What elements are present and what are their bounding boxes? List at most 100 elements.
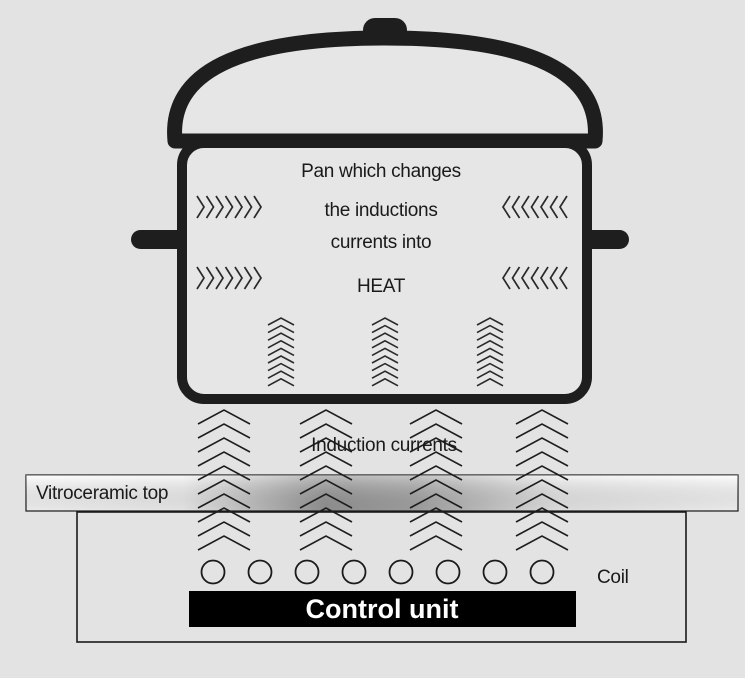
heat-chevron-horizontal <box>224 266 234 290</box>
heat-chevron-vertical <box>267 355 295 364</box>
heat-chevron-horizontal <box>530 266 540 290</box>
induction-currents-label: Induction currents <box>311 435 457 456</box>
induction-chevron <box>299 535 353 551</box>
heat-chevron-horizontal <box>539 195 549 219</box>
heat-chevron-horizontal <box>215 266 225 290</box>
induction-chevron <box>197 437 251 453</box>
induction-chevron <box>409 479 463 495</box>
heat-chevron-horizontal <box>558 195 568 219</box>
induction-chevron <box>409 535 463 551</box>
lid-knob <box>363 18 407 42</box>
induction-chevron <box>197 535 251 551</box>
heat-chevron-vertical <box>267 377 295 387</box>
heat-chevron-vertical <box>267 332 295 341</box>
heat-arrows-horizontal <box>196 195 568 290</box>
induction-chevrons-lower <box>197 465 569 551</box>
heat-chevron-vertical <box>371 339 399 349</box>
induction-chevron <box>197 479 251 495</box>
induction-chevron <box>299 493 353 509</box>
heat-chevron-vertical <box>371 362 399 372</box>
heat-chevron-horizontal <box>253 266 263 290</box>
induction-chevron <box>299 451 353 467</box>
coil-loop <box>200 559 226 585</box>
induction-chevron <box>197 521 251 537</box>
coil-label: Coil <box>597 567 629 588</box>
induction-chevron <box>409 437 463 453</box>
heat-chevron-vertical <box>476 370 504 379</box>
induction-chevron <box>197 493 251 509</box>
heat-chevron-horizontal <box>205 195 215 219</box>
heat-chevron-horizontal <box>243 266 253 290</box>
heat-chevron-vertical <box>371 347 399 357</box>
pot-handle-left <box>131 230 189 249</box>
coil-loop <box>341 559 367 585</box>
induction-chevron <box>197 409 251 425</box>
vitroceramic-top <box>25 474 739 512</box>
induction-chevron <box>409 423 463 439</box>
induction-chevron <box>197 465 251 481</box>
heat-chevron-vertical <box>476 377 504 387</box>
heat-chevron-horizontal <box>539 266 549 290</box>
heat-chevron-vertical <box>267 339 295 349</box>
heat-chevron-horizontal <box>520 266 530 290</box>
heat-chevron-vertical <box>371 370 399 379</box>
induction-chevron <box>299 437 353 453</box>
induction-chevron <box>515 451 569 467</box>
heat-chevron-horizontal <box>243 195 253 219</box>
induction-chevron <box>409 521 463 537</box>
pan-text-line2: the inductions <box>324 200 437 221</box>
coil-loop <box>529 559 555 585</box>
coil-loop <box>435 559 461 585</box>
induction-chevron <box>515 409 569 425</box>
induction-chevron <box>515 535 569 551</box>
induction-chevrons-upper <box>197 409 569 467</box>
heat-chevron-vertical <box>267 370 295 379</box>
induction-chevron <box>515 423 569 439</box>
heat-chevron-horizontal <box>234 266 244 290</box>
coil-loop <box>294 559 320 585</box>
heat-chevron-horizontal <box>558 266 568 290</box>
coil-loop <box>482 559 508 585</box>
heat-chevron-horizontal <box>511 195 521 219</box>
heat-chevron-horizontal <box>253 195 263 219</box>
induction-chevron <box>515 493 569 509</box>
heat-chevron-vertical <box>371 377 399 387</box>
induction-chevron <box>299 465 353 481</box>
heat-chevron-horizontal <box>511 266 521 290</box>
heat-chevron-horizontal <box>196 266 206 290</box>
control-unit <box>189 591 576 627</box>
induction-chevron <box>299 521 353 537</box>
induction-chevron <box>409 493 463 509</box>
heat-chevron-horizontal <box>530 195 540 219</box>
heat-arrows-vertical <box>267 317 504 387</box>
heat-chevron-vertical <box>267 362 295 372</box>
cooktop-body <box>76 511 687 643</box>
pan-text-line3: currents into <box>331 232 432 253</box>
heat-chevron-horizontal <box>196 195 206 219</box>
heat-chevron-vertical <box>476 332 504 341</box>
induction-chevron <box>515 521 569 537</box>
heat-chevron-horizontal <box>224 195 234 219</box>
heat-chevron-horizontal <box>520 195 530 219</box>
heat-chevron-vertical <box>476 347 504 357</box>
heat-chevron-vertical <box>371 324 399 334</box>
vitroceramic-top-label: Vitroceramic top <box>36 483 168 504</box>
heat-chevron-horizontal <box>234 195 244 219</box>
induction-chevron <box>299 423 353 439</box>
induction-chevron <box>197 451 251 467</box>
heat-chevron-vertical <box>476 362 504 372</box>
pot-lid <box>167 30 603 149</box>
heat-chevron-vertical <box>476 317 504 326</box>
heat-chevron-vertical <box>476 339 504 349</box>
heat-chevron-horizontal <box>215 195 225 219</box>
heat-chevron-horizontal <box>549 195 559 219</box>
heat-chevron-vertical <box>476 324 504 334</box>
heat-chevron-horizontal <box>501 266 511 290</box>
induction-chevron <box>299 409 353 425</box>
induction-chevron <box>515 479 569 495</box>
heat-chevron-vertical <box>371 317 399 326</box>
induction-chevron <box>409 507 463 523</box>
induction-chevron <box>299 507 353 523</box>
induction-chevron <box>409 465 463 481</box>
